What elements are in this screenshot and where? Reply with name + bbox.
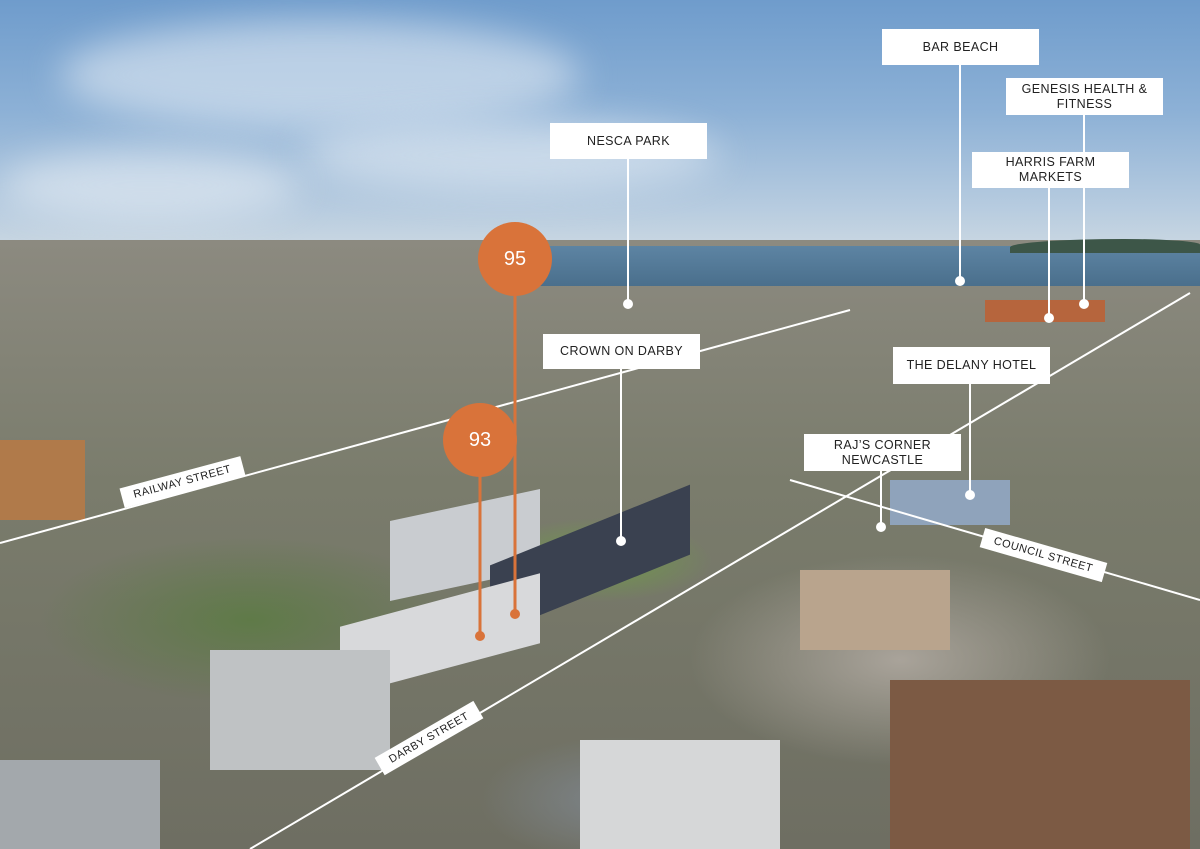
poi-label-nesca-park: NESCA PARK [550, 123, 707, 159]
poi-label-crown-on-darby: CROWN ON DARBY [543, 334, 700, 369]
bar-beach-marker [955, 276, 965, 286]
building [890, 480, 1010, 525]
rajs-corner-marker [876, 522, 886, 532]
poi-label-harris-farm: HARRIS FARM MARKETS [972, 152, 1129, 188]
building [800, 570, 950, 650]
property-93-marker [475, 631, 485, 641]
nesca-park-marker [623, 299, 633, 309]
property-95-marker [510, 609, 520, 619]
poi-label-delany-hotel: THE DELANY HOTEL [893, 347, 1050, 384]
genesis-marker [1079, 299, 1089, 309]
poi-label-bar-beach: BAR BEACH [882, 29, 1039, 65]
cloud [0, 150, 300, 220]
poi-label-genesis: GENESIS HEALTH & FITNESS [1006, 78, 1163, 115]
building [0, 440, 85, 520]
building [985, 300, 1105, 322]
building [0, 760, 160, 849]
building [210, 650, 390, 770]
building [580, 740, 780, 849]
harris-farm-marker [1044, 313, 1054, 323]
railway-street-line [0, 309, 851, 544]
headland [1010, 239, 1200, 253]
crown-on-darby-marker [616, 536, 626, 546]
property-marker-95: 95 [478, 222, 552, 296]
cloud [60, 20, 580, 130]
poi-label-rajs-corner: RAJ’S CORNER NEWCASTLE [804, 434, 961, 471]
delany-hotel-marker [965, 490, 975, 500]
property-marker-93: 93 [443, 403, 517, 477]
houses [890, 680, 1190, 849]
